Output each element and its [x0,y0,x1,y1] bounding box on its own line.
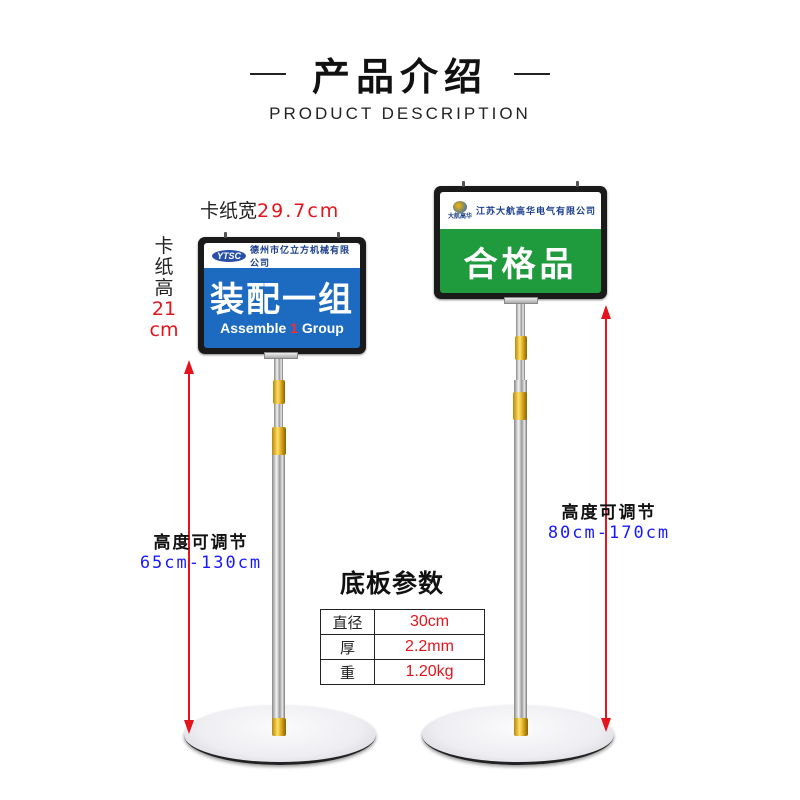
sign-hook-icon [337,232,340,238]
param-key: 厚 [320,634,375,660]
sign-title-cn: 装配一组 [210,280,354,320]
sign-hook-icon [576,181,579,187]
right-adjust-range: 80cm-170cm [547,523,671,543]
card-width-label: 卡纸宽29.7cm [200,196,340,223]
left-sign-board: YTSC 德州市亿立方机械有限公司 装配一组 Assemble 1 Group [198,232,366,359]
right-height-arrow-down-icon [601,718,611,732]
right-sign-board: 大航高华 江苏大航高华电气有限公司 合格品 [434,181,607,304]
sign-title-en-part: Group [297,320,344,336]
left-height-arrow-line [188,372,190,722]
company-logo-icon: 大航高华 [448,201,472,220]
right-gold-collar-2 [513,392,527,420]
right-adjust-label: 高度可调节 [561,503,657,523]
base-params-title: 底板参数 [340,569,445,598]
sign-hook-icon [224,232,227,238]
table-row: 直径 30cm [320,609,485,635]
left-gold-collar-1 [273,380,285,404]
left-adjust-label: 高度可调节 [153,533,249,553]
title-right-dash [514,72,550,75]
sign-title-en: Assemble 1 Group [220,320,344,336]
right-gold-collar-1 [515,336,527,360]
left-height-arrow-up-icon [184,360,194,374]
sign-company-name: 江苏大航高华电气有限公司 [476,207,597,217]
left-gold-collar-2 [272,427,286,455]
left-pole-lower [272,430,285,740]
card-height-value: 21 [151,298,177,320]
page-title-row: 产品介绍 [0,46,800,101]
param-key: 重 [320,659,375,685]
company-logo-icon: YTSC [212,249,247,262]
sign-clamp [264,352,298,359]
table-row: 重 1.20kg [320,659,485,685]
left-height-arrow-down-icon [184,720,194,734]
left-gold-foot-collar [272,718,286,736]
company-logo-text: 大航高华 [448,213,473,220]
sign-title-en-number: 1 [290,320,298,336]
sign-hook-icon [462,181,465,187]
card-height-unit: cm [149,319,179,341]
card-height-label: 卡 纸 高 21 cm [144,236,184,341]
title-left-dash [249,72,286,75]
table-row: 厚 2.2mm [320,634,485,660]
sign-company-name: 德州市亿立方机械有限公司 [250,245,351,269]
param-value: 30cm [374,609,485,635]
page-title: 产品介绍 [311,55,488,99]
card-width-value: 29.7cm [257,200,341,222]
card-height-char: 卡 [154,235,174,257]
card-height-char: 纸 [154,256,174,278]
sign-title-en-part: Assemble [220,320,291,336]
right-pole-lower [514,380,527,740]
base-params-table: 直径 30cm 厚 2.2mm 重 1.20kg [320,609,485,685]
right-adjust-info: 高度可调节 80cm-170cm [534,498,684,543]
right-height-arrow-line [605,317,607,722]
right-height-arrow-up-icon [601,305,611,319]
page-subtitle: PRODUCT DESCRIPTION [269,104,531,123]
card-height-char: 高 [154,277,174,299]
sign-title-cn: 合格品 [463,244,578,285]
left-adjust-info: 高度可调节 65cm-130cm [126,528,276,573]
card-width-text: 卡纸宽 [200,200,258,222]
left-adjust-range: 65cm-130cm [139,553,263,573]
sign-clamp [504,297,538,304]
param-value: 2.2mm [374,634,485,660]
param-key: 直径 [320,609,375,635]
right-gold-foot-collar [514,718,528,736]
param-value: 1.20kg [374,659,485,685]
